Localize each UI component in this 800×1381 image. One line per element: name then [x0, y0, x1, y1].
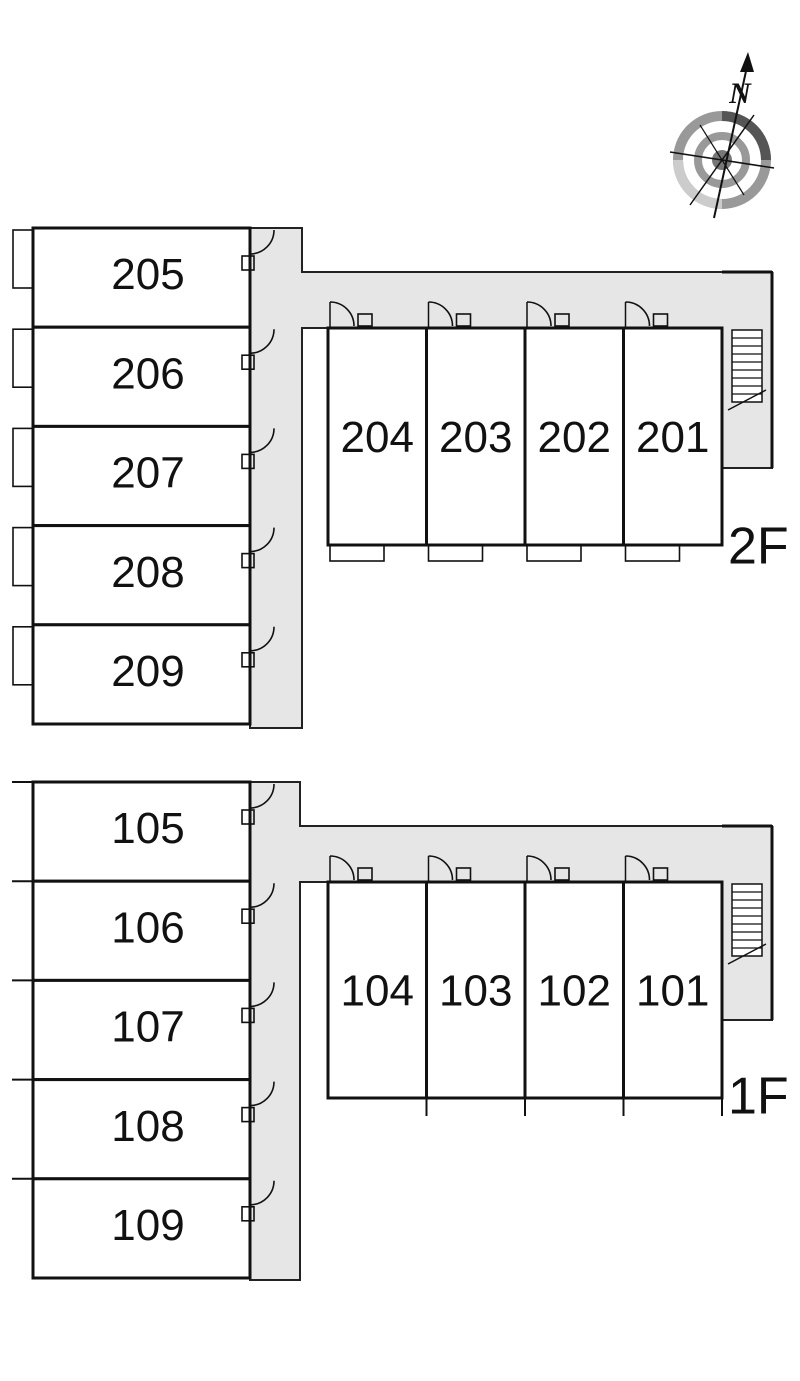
door-icon: [241, 783, 275, 825]
door-icon: [329, 301, 373, 328]
east-wing-1f: 104 103 102 101: [326, 855, 724, 1116]
unit-202: 202: [523, 301, 625, 562]
balcony: [12, 328, 34, 389]
door-icon: [624, 855, 669, 882]
balcony: [12, 427, 34, 488]
unit-label: 207: [111, 449, 184, 498]
floor-2f: 205 206 207 208 209 204 203 202 201 2F: [12, 226, 789, 729]
balcony: [427, 544, 484, 562]
unit-209: 209: [12, 623, 275, 726]
unit-204: 204: [326, 301, 428, 562]
unit-109: 109: [12, 1177, 275, 1280]
door-icon: [241, 428, 275, 470]
west-wing-1f: 105 106 107 108 109: [12, 780, 275, 1280]
unit-label: 101: [636, 967, 709, 1016]
balcony: [12, 229, 34, 289]
door-icon: [241, 1180, 275, 1222]
door-icon: [526, 855, 570, 882]
door-icon: [241, 1081, 275, 1123]
unit-203: 203: [425, 301, 527, 562]
unit-label: 102: [538, 967, 611, 1016]
door-icon: [241, 527, 275, 569]
unit-label: 103: [439, 967, 512, 1016]
balcony: [329, 544, 385, 562]
unit-label: 108: [111, 1102, 184, 1151]
west-wing-2f: 205 206 207 208 209: [12, 226, 275, 726]
balcony: [12, 625, 34, 686]
unit-108: 108: [12, 1078, 275, 1181]
floor-label-1f: 1F: [728, 1068, 789, 1126]
unit-205: 205: [12, 226, 275, 329]
unit-label: 105: [111, 804, 184, 853]
stairs-icon: [727, 883, 767, 965]
balcony: [12, 526, 34, 587]
unit-label: 206: [111, 349, 184, 398]
north-label: N: [728, 77, 752, 110]
unit-103: 103: [425, 855, 527, 1116]
door-icon: [329, 855, 373, 882]
door-icon: [241, 229, 275, 271]
door-icon: [427, 855, 472, 882]
compass-icon: N: [669, 52, 775, 219]
door-icon: [624, 301, 669, 328]
unit-label: 109: [111, 1201, 184, 1250]
unit-label: 202: [538, 413, 611, 462]
unit-label: 104: [341, 967, 414, 1016]
floor-1f: 105 106 107 108 109 104 103 102 101 1F: [12, 780, 789, 1281]
unit-label: 209: [111, 647, 184, 696]
floor-label-2f: 2F: [728, 518, 789, 576]
unit-label: 107: [111, 1003, 184, 1052]
unit-101: 101: [622, 855, 724, 1116]
door-icon: [427, 301, 472, 328]
balcony: [624, 544, 681, 562]
unit-107: 107: [12, 978, 275, 1082]
door-icon: [241, 329, 275, 371]
unit-201: 201: [622, 301, 724, 562]
unit-104: 104: [326, 855, 428, 1116]
unit-102: 102: [523, 855, 625, 1116]
door-icon: [241, 982, 275, 1024]
unit-207: 207: [12, 424, 275, 528]
unit-label: 203: [439, 413, 512, 462]
unit-label: 204: [341, 413, 414, 462]
unit-206: 206: [12, 325, 275, 428]
unit-105: 105: [12, 780, 275, 883]
unit-label: 106: [111, 903, 184, 952]
unit-label: 201: [636, 413, 709, 462]
unit-106: 106: [12, 879, 275, 982]
door-icon: [526, 301, 570, 328]
east-wing-2f: 204 203 202 201: [326, 301, 724, 562]
unit-label: 208: [111, 548, 184, 597]
unit-208: 208: [12, 524, 275, 627]
balcony: [526, 544, 582, 562]
door-icon: [241, 883, 275, 925]
door-icon: [241, 626, 275, 668]
stairs-icon: [727, 329, 767, 411]
unit-label: 205: [111, 250, 184, 299]
